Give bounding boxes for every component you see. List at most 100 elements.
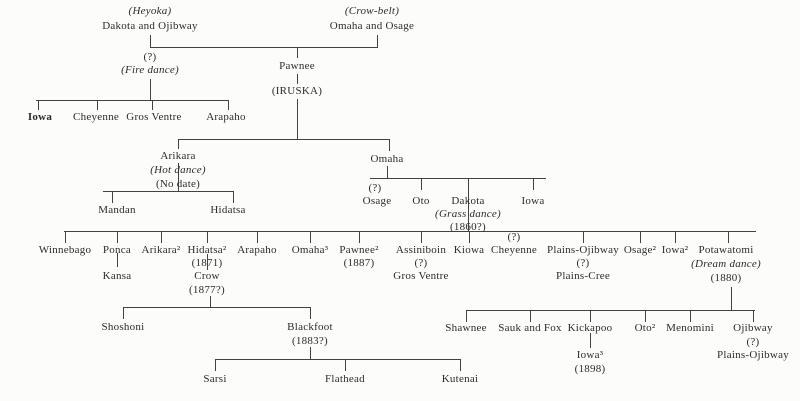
connector-line <box>297 99 298 139</box>
connector-line <box>389 139 390 151</box>
node-label-heyoka-annotation: (Heyoka) <box>128 5 172 17</box>
node-label-pawnee-year: (1887) <box>343 257 375 269</box>
connector-line <box>345 359 346 371</box>
connector-line <box>150 79 151 100</box>
connector-line <box>533 178 534 190</box>
node-label-osage-2: Osage <box>362 195 392 207</box>
node-label-crow-year: (1877?) <box>189 284 225 296</box>
node-label-shoshoni: Shoshoni <box>101 321 145 333</box>
connector-line <box>178 139 179 149</box>
node-label-blackfoot: Blackfoot <box>287 321 333 333</box>
connector-line <box>583 231 584 243</box>
node-label-omaha-2: Omaha <box>370 153 404 165</box>
connector-line <box>233 191 234 203</box>
node-label-assiniboin-query: (?) <box>414 257 428 269</box>
connector-line <box>675 231 676 243</box>
node-label-plains-ojibway-query: (?) <box>576 257 590 269</box>
node-label-crow: Crow <box>194 270 220 282</box>
connector-line <box>530 310 531 322</box>
connector-line <box>65 231 66 243</box>
node-label-ojibway: Ojibway <box>733 322 773 334</box>
node-label-dakota-2: Dakota <box>451 195 485 207</box>
connector-line <box>466 310 467 322</box>
connector-line <box>310 307 311 319</box>
connector-line <box>731 287 732 310</box>
node-label-potawatomi: Potawatomi <box>698 244 754 256</box>
node-label-oto-1: Oto <box>412 195 430 207</box>
node-label-plains-cree: Plains-Cree <box>555 270 611 282</box>
node-label-iowa-sup2: Iowa² <box>661 244 689 256</box>
node-label-assiniboin: Assiniboin <box>395 244 447 256</box>
node-label-hidatsa-year: (1871) <box>191 257 223 269</box>
connector-line <box>728 231 729 243</box>
connector-line <box>297 47 298 58</box>
connector-line <box>377 35 378 47</box>
node-label-iruska: (IRUSKA) <box>271 85 323 97</box>
connector-line <box>468 178 469 190</box>
node-label-dream-dance-year: (1880) <box>710 272 742 284</box>
connector-line <box>370 178 546 179</box>
connector-line <box>468 190 469 231</box>
node-label-pawnee: Pawnee <box>279 60 315 72</box>
node-label-cheyenne-query: (?) <box>507 231 521 243</box>
node-label-cheyenne-2: Cheyenne <box>491 244 537 256</box>
connector-line <box>103 191 234 192</box>
connector-line <box>117 253 118 267</box>
node-label-ponca: Ponca <box>102 244 132 256</box>
node-label-iowa-sup3-year: (1898) <box>574 363 606 375</box>
connector-line <box>257 231 258 243</box>
node-label-omaha-and-osage: Omaha and Osage <box>329 20 415 32</box>
connector-line <box>421 231 422 243</box>
connector-line <box>123 307 124 319</box>
connector-line <box>207 254 208 270</box>
node-label-no-date-annotation: (No date) <box>155 178 201 190</box>
node-label-arikara-2: Arikara² <box>141 244 181 256</box>
connector-line <box>469 231 470 243</box>
node-label-omaha-3: Omaha³ <box>291 244 329 256</box>
node-label-dream-dance-annotation: (Dream dance) <box>691 258 761 270</box>
node-label-iowa-1: Iowa <box>27 111 53 123</box>
node-label-oto-sup2: Oto² <box>634 322 656 334</box>
connector-line <box>178 139 390 140</box>
connector-line <box>310 347 311 359</box>
node-label-kickapoo: Kickapoo <box>567 322 613 334</box>
node-label-arapaho-1: Arapaho <box>206 111 246 123</box>
connector-line <box>36 100 228 101</box>
node-label-gros-ventre-1: Gros Ventre <box>126 111 182 123</box>
node-label-osage-query: (?) <box>368 182 382 194</box>
connector-line <box>228 100 229 110</box>
node-label-hidatsa-1: Hidatsa <box>210 204 246 216</box>
node-label-kutenai: Kutenai <box>441 373 479 385</box>
node-label-menomini: Menomini <box>666 322 714 334</box>
node-label-osage-sup2: Osage² <box>623 244 657 256</box>
connector-line <box>215 359 216 371</box>
connector-line <box>38 100 39 110</box>
connector-line <box>97 100 98 110</box>
node-label-sarsi: Sarsi <box>203 373 227 385</box>
connector-line <box>460 359 461 371</box>
connector-line <box>645 310 646 322</box>
connector-line <box>690 310 691 322</box>
node-label-winnebago: Winnebago <box>38 244 92 256</box>
connector-line <box>215 359 460 360</box>
node-label-cheyenne-1: Cheyenne <box>73 111 119 123</box>
connector-line <box>112 191 113 203</box>
connector-line <box>64 231 756 232</box>
node-label-dakota-and-ojibway: Dakota and Ojibway <box>102 20 198 32</box>
node-label-arikara-1: Arikara <box>160 150 196 162</box>
node-label-blackfoot-year: (1883?) <box>292 335 328 347</box>
connector-line <box>590 310 591 322</box>
connector-line <box>590 333 591 348</box>
connector-line <box>210 296 211 307</box>
connector-line <box>297 74 298 84</box>
node-label-fire-dance-query: (?) <box>143 51 157 63</box>
connector-line <box>387 166 388 178</box>
node-label-plains-ojibway-1: Plains-Ojibway <box>547 244 619 256</box>
node-label-shawnee: Shawnee <box>445 322 487 334</box>
node-label-grass-dance-year: (1860?) <box>450 221 486 233</box>
node-label-mandan: Mandan <box>98 204 136 216</box>
node-label-iowa-under-omaha: Iowa <box>521 195 545 207</box>
connector-line <box>207 231 208 243</box>
connector-line <box>117 231 118 243</box>
